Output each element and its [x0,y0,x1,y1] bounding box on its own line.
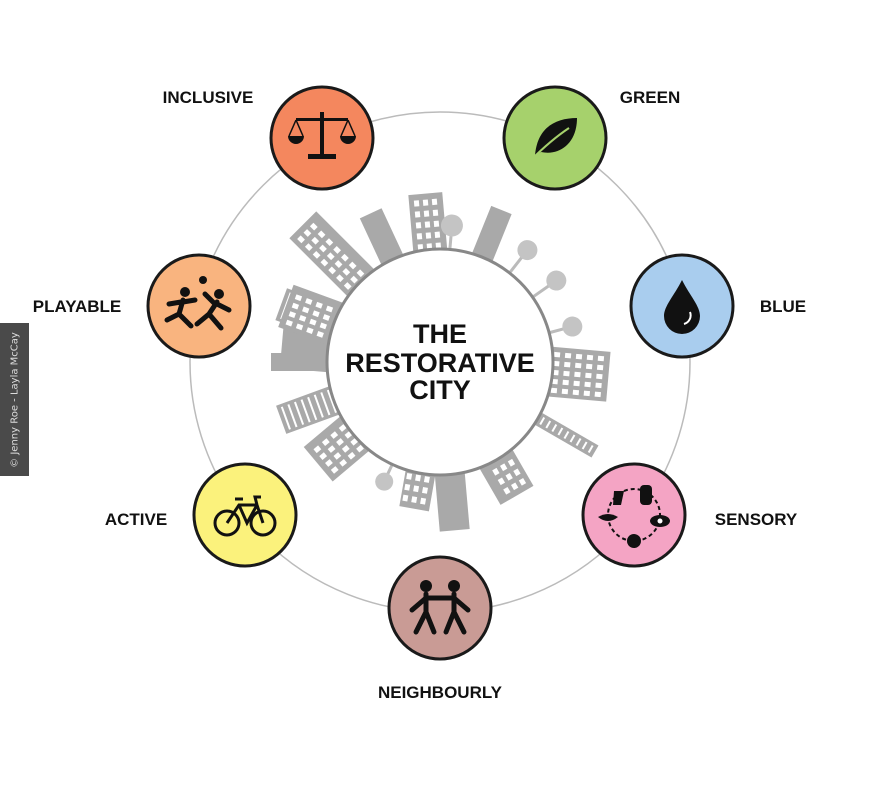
tree-shape [440,214,463,250]
leaf-icon [530,118,577,161]
city-skyline [271,192,611,532]
node-neighbourly: NEIGHBOURLY [378,555,503,702]
tree-shape [531,270,567,299]
node-playable: PLAYABLE [33,253,252,359]
node-label-inclusive: INCLUSIVE [163,88,254,107]
node-blue: BLUE [629,253,806,359]
node-label-green: GREEN [620,88,680,107]
title-line-2: RESTORATIVE [345,348,535,378]
node-label-sensory: SENSORY [715,510,798,529]
node-label-blue: BLUE [760,297,806,316]
building-shape [530,410,599,458]
building-shape [470,205,512,266]
center-circle [325,247,555,477]
node-inclusive: INCLUSIVE [163,85,375,191]
building-shape [289,211,377,299]
node-label-playable: PLAYABLE [33,297,122,316]
building-shape [278,284,346,346]
building-shape [271,353,331,371]
tree-shape [375,463,394,491]
scales-icon [288,112,356,159]
bicycle-icon [213,495,277,537]
building-shape [408,192,448,255]
node-label-active: ACTIVE [105,510,167,529]
title-line-1: THE [413,319,467,349]
building-shape [434,469,470,532]
water-drop-icon [664,280,700,334]
node-circle [146,253,252,359]
title-line-3: CITY [409,375,471,405]
node-label-neighbourly: NEIGHBOURLY [378,683,503,702]
node-circle [581,462,687,568]
building-shape [276,385,343,434]
credit-badge: © Jenny Roe - Layla McCay [0,323,29,476]
senses-icon [598,485,670,548]
playing-children-icon [164,276,232,331]
holding-hands-icon [409,580,471,635]
node-sensory: SENSORY [581,462,798,568]
tree-shape [508,240,538,274]
node-green: GREEN [502,85,680,191]
node-circle [387,555,493,661]
building-shape [359,208,405,269]
credit-text: © Jenny Roe - Layla McCay [9,331,20,468]
building-shape [546,346,611,402]
tree-shape [548,316,583,337]
node-active: ACTIVE [105,462,298,568]
building-shape [399,466,436,512]
